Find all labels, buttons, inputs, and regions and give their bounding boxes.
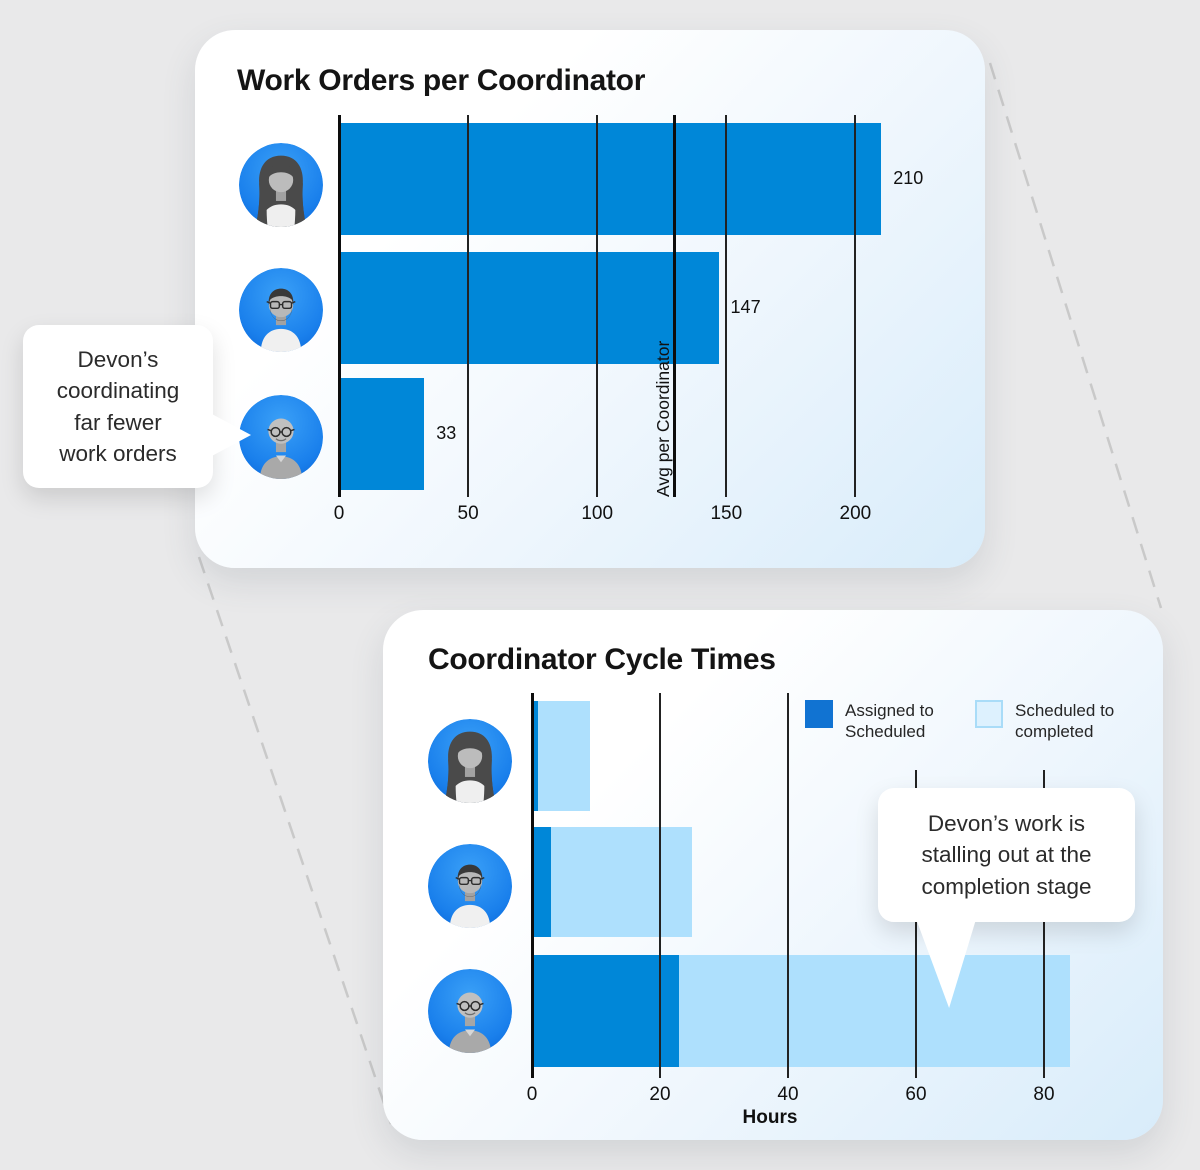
callout-line: completion stage: [921, 873, 1092, 899]
bar-coordinator-2: [339, 252, 719, 364]
gridline-50: [467, 115, 470, 497]
callout-devon-stalling-completion: Devon’s work is stalling out at the comp…: [878, 788, 1135, 922]
legend-item-scheduled-to-completed: Scheduled to completed: [975, 700, 1130, 743]
callout-line: coordinating: [56, 378, 180, 404]
legend-swatch-scheduled: [975, 700, 1003, 728]
bar-seg-assigned-coordinator-1: [532, 701, 539, 811]
value-label-devon: 33: [436, 423, 457, 443]
callout-line: stalling out at the: [921, 842, 1092, 868]
avg-per-coordinator-line: [673, 115, 677, 497]
legend-swatch-assigned: [805, 700, 833, 728]
tick-label-0: 0: [333, 503, 345, 524]
work-orders-plot: 210 147 33 0 50 100 150 200 Avg per Coordinator: [195, 30, 985, 568]
bar-seg-assigned-coordinator-2: [532, 827, 552, 937]
y-axis-line: [337, 115, 341, 497]
callout-line: far fewer: [74, 409, 162, 435]
connector-line-left: [197, 556, 393, 1125]
bar-seg-completed-coordinator-2: [551, 827, 692, 937]
value-label-coordinator-2: 147: [730, 297, 761, 317]
bar-seg-assigned-devon: [532, 955, 680, 1067]
bar-coordinator-1: [339, 123, 882, 235]
tick-label-200: 200: [839, 503, 872, 524]
y-axis-line: [530, 693, 534, 1078]
work-orders-card: Work Orders per Coordinator 210 147 33 0 50 1…: [195, 30, 985, 568]
gridline-80: [1043, 770, 1045, 1078]
callout-line: work orders: [59, 440, 177, 466]
x-axis-title-hours: Hours: [742, 1107, 798, 1128]
connector-line-right: [988, 62, 1163, 609]
bar-devon: [339, 378, 425, 490]
tick-label-60: 60: [905, 1084, 927, 1105]
gridline-200: [854, 115, 857, 497]
tick-label-50: 50: [457, 503, 479, 524]
gridline-60: [915, 770, 917, 1078]
tick-label-150: 150: [710, 503, 743, 524]
legend-label-scheduled: Scheduled to completed: [1015, 701, 1115, 742]
callout-devon-fewer-work-orders: Devon’s coordinating far fewer work orde…: [23, 325, 213, 488]
work-orders-title: Work Orders per Coordinator: [237, 64, 646, 97]
bar-seg-completed-devon: [679, 955, 1070, 1067]
callout-line: Devon’s: [77, 347, 159, 373]
avg-per-coordinator-label: Avg per Coordinator: [653, 340, 673, 497]
gridline-40: [787, 693, 789, 1078]
cycle-times-plot: 0 20 40 60 80: [383, 610, 1163, 1140]
bar-seg-completed-coordinator-1: [538, 701, 590, 811]
value-label-coordinator-1: 210: [893, 168, 924, 188]
tick-label-0: 0: [526, 1084, 538, 1105]
legend-label-assigned: Assigned to Scheduled: [845, 701, 934, 742]
cycle-times-title: Coordinator Cycle Times: [428, 643, 776, 676]
legend-item-assigned-to-scheduled: Assigned to Scheduled: [805, 700, 945, 743]
tick-label-100: 100: [581, 503, 614, 524]
gridline-150: [725, 115, 728, 497]
callout-line: Devon’s work is: [927, 811, 1086, 837]
tick-label-80: 80: [1033, 1084, 1055, 1105]
gridline-20: [659, 693, 661, 1078]
gridline-100: [596, 115, 599, 497]
tick-label-20: 20: [649, 1084, 671, 1105]
tick-label-40: 40: [777, 1084, 799, 1105]
